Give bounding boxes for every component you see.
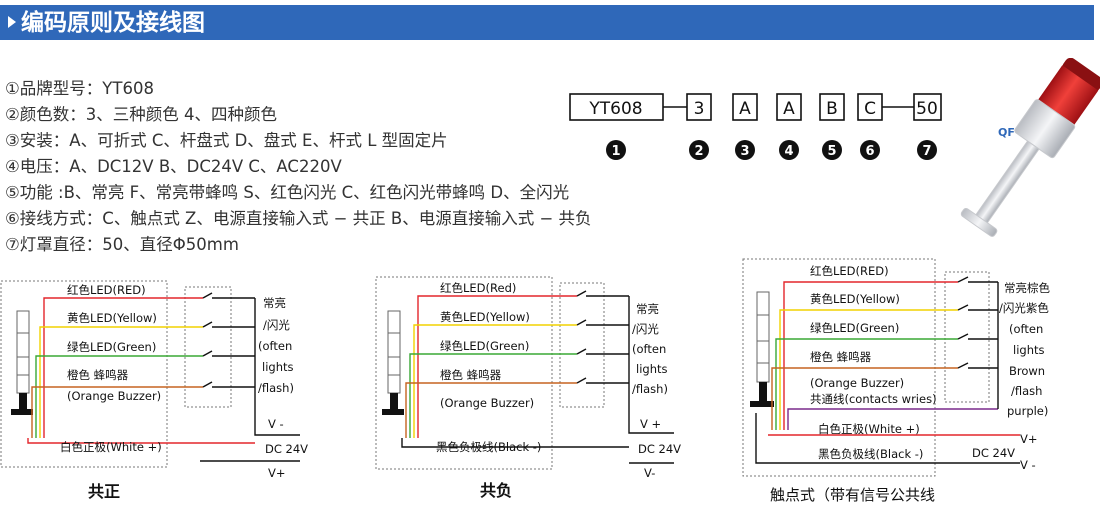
wiring-diagram-contact: 红色LED(RED) 黄色LED(Yellow) 绿色LED(Green) 橙色… [742, 258, 1050, 504]
wiring-diagram-common-negative: 红色LED(Red) 黄色LED(Yellow) 绿色LED(Green) 橙色… [375, 276, 681, 500]
svg-text:2: 2 [694, 144, 703, 159]
spec-line-7: ⑦灯罩直径：50、直径Φ50mm [5, 235, 239, 254]
svg-text:V +: V + [640, 417, 661, 431]
svg-text:3: 3 [740, 144, 749, 159]
svg-text:V+: V+ [1020, 432, 1038, 446]
svg-text:常亮: 常亮 [636, 302, 659, 316]
svg-text:1: 1 [611, 144, 620, 159]
code-text-2: 3 [694, 99, 705, 119]
label-orange: 橙色 蜂鸣器 [440, 368, 502, 382]
code-box-3 [732, 93, 758, 121]
code-text-3: A [739, 99, 751, 119]
code-text-1: YT608 [588, 99, 642, 119]
code-box-4 [776, 93, 802, 121]
label-green: 绿色LED(Green) [810, 321, 899, 335]
label-red: 红色LED(RED) [810, 264, 889, 278]
spec-line-6: ⑥接线方式：C、触点式 Z、电源直接输入式 − 共正 B、电源直接输入式 − 共… [5, 209, 592, 228]
section-header: 编码原则及接线图 [0, 5, 1094, 40]
label-common: 黑色负极线(Black -) [436, 440, 541, 454]
label-red: 红色LED(RED) [67, 283, 146, 297]
svg-text:/闪光: /闪光 [632, 322, 659, 336]
caption-contact: 触点式（带有信号公共线 [770, 486, 935, 504]
code-box-1 [569, 93, 664, 121]
wiring-diagram-common-positive: 红色LED(RED) 黄色LED(Yellow) 绿色LED(Green) 橙色… [0, 280, 308, 501]
code-text-7: 50 [916, 99, 938, 119]
label-common: 白色正极(White +) [60, 440, 162, 454]
code-text-5: B [826, 99, 838, 119]
code-num-1 [606, 140, 626, 160]
svg-text:7: 7 [922, 144, 931, 159]
model-code-diagram: YT608 3 A A B C 50 1 2 3 4 5 6 7 [569, 93, 942, 160]
svg-text:/闪光紫色: /闪光紫色 [999, 301, 1049, 315]
svg-text:V+: V+ [268, 466, 286, 480]
svg-text:/flash): /flash) [632, 382, 668, 396]
arrow-icon [8, 16, 16, 28]
svg-text:(often: (often [258, 339, 292, 353]
svg-text:V -: V - [1020, 458, 1036, 472]
label-green: 绿色LED(Green) [67, 340, 156, 354]
section-title: 编码原则及接线图 [21, 10, 205, 36]
svg-text:/flash): /flash) [258, 381, 294, 395]
label-orange: 橙色 蜂鸣器 [67, 368, 129, 382]
svg-text:V -: V - [268, 417, 284, 431]
logo-text: QF [998, 126, 1015, 139]
code-num-6 [860, 140, 880, 160]
label-green: 绿色LED(Green) [440, 339, 529, 353]
spec-line-2: ②颜色数：3、三种颜色 4、四种颜色 [5, 105, 278, 124]
svg-text:5: 5 [827, 144, 836, 159]
svg-text:purple): purple) [1007, 404, 1048, 418]
label-orange-en: (Orange Buzzer) [67, 389, 161, 403]
svg-text:V-: V- [644, 466, 655, 480]
signal-tower-image: QF [960, 58, 1100, 237]
svg-text:(often: (often [1009, 322, 1043, 336]
svg-text:lights: lights [1013, 343, 1044, 357]
svg-text:6: 6 [865, 144, 874, 159]
svg-text:DC 24V: DC 24V [265, 442, 308, 456]
spec-line-5: ⑤功能 :B、常亮 F、常亮带蜂鸣 S、红色闪光 C、红色闪光带蜂鸣 D、全闪光 [5, 183, 570, 202]
label-yellow: 黄色LED(Yellow) [810, 292, 900, 306]
svg-text:lights: lights [636, 362, 667, 376]
svg-text:常亮: 常亮 [263, 296, 286, 310]
code-text-4: A [783, 99, 795, 119]
code-num-3 [735, 140, 755, 160]
caption-common-positive: 共正 [88, 482, 120, 501]
svg-text:lights: lights [262, 360, 293, 374]
code-num-7 [917, 140, 937, 160]
label-yellow: 黄色LED(Yellow) [440, 310, 530, 324]
label-negative: 黑色负极线(Black -) [818, 447, 923, 461]
svg-text:DC 24V: DC 24V [638, 442, 681, 456]
code-num-4 [779, 140, 799, 160]
code-num-5 [822, 140, 842, 160]
svg-text:常亮棕色: 常亮棕色 [1004, 281, 1050, 295]
label-yellow: 黄色LED(Yellow) [67, 311, 157, 325]
svg-text:(often: (often [632, 342, 666, 356]
svg-text:/flash: /flash [1011, 384, 1042, 398]
spec-line-4: ④电压：A、DC12V B、DC24V C、AC220V [5, 157, 342, 176]
label-orange-en: (Orange Buzzer) [440, 396, 534, 410]
svg-text:DC 24V: DC 24V [972, 446, 1015, 460]
label-orange-en: (Orange Buzzer) [810, 376, 904, 390]
code-box-2 [686, 93, 712, 121]
label-contacts: 共通线(contacts wries) [810, 392, 937, 406]
svg-text:Brown: Brown [1009, 364, 1045, 378]
svg-text:/闪光: /闪光 [263, 318, 290, 332]
caption-common-negative: 共负 [480, 481, 512, 500]
code-box-7 [913, 93, 942, 121]
svg-text:4: 4 [784, 144, 793, 159]
label-red: 红色LED(Red) [440, 281, 516, 295]
label-orange: 橙色 蜂鸣器 [810, 350, 872, 364]
label-positive: 白色正极(White +) [818, 422, 920, 436]
spec-line-1: ①品牌型号：YT608 [5, 79, 154, 98]
code-num-2 [689, 140, 709, 160]
spec-line-3: ③安装：A、可折式 C、杆盘式 D、盘式 E、杆式 L 型固定片 [5, 131, 448, 150]
code-text-6: C [864, 99, 876, 119]
code-box-5 [819, 93, 845, 121]
